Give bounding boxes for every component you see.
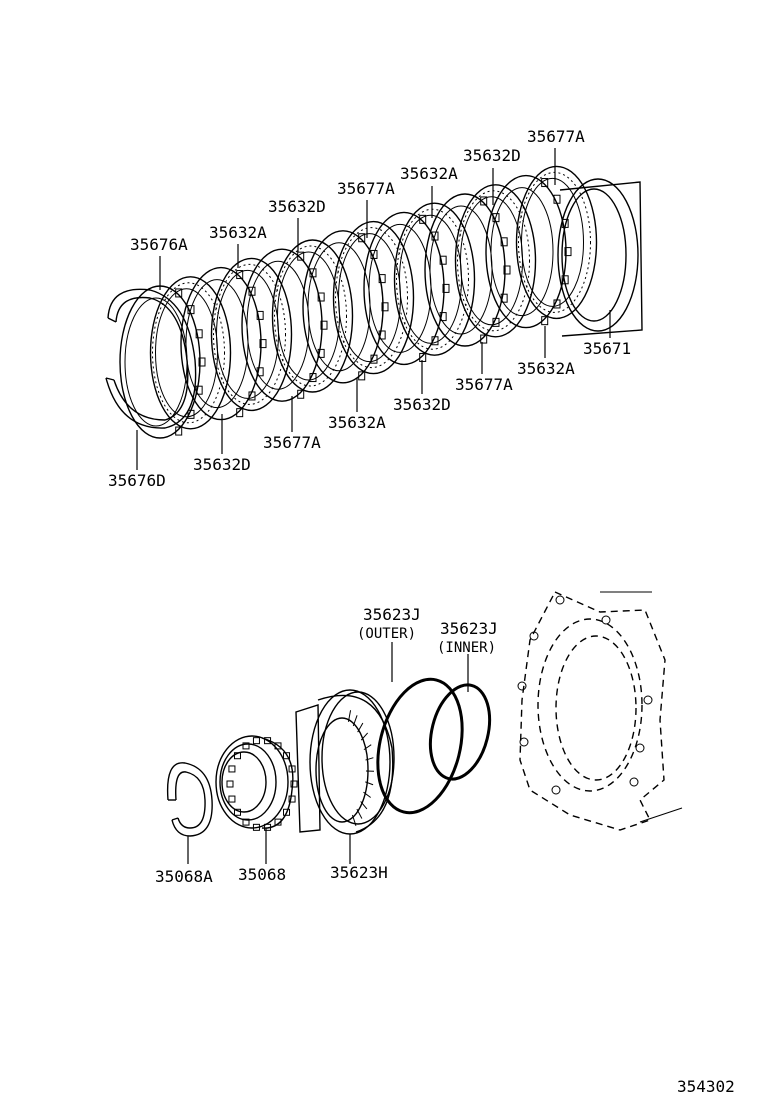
label-35632a-middle: 35632A [328, 413, 386, 432]
label-35677a-middle: 35677A [263, 433, 321, 452]
retainer-tooth [283, 808, 291, 816]
label-35632d-upper-left: 35632D [268, 197, 326, 216]
label-35671: 35671 [583, 339, 631, 358]
spring-retainer-35068 [215, 735, 298, 831]
retainer-tooth [290, 780, 298, 788]
label-35677a-top: 35677A [527, 127, 585, 146]
piston-rib [357, 722, 364, 733]
piston-rib [365, 781, 374, 786]
retainer-tooth [252, 737, 260, 745]
leader-lines [136, 148, 611, 864]
label-35623h: 35623H [330, 863, 388, 882]
label-35677a-right: 35677A [455, 375, 513, 394]
transmission-case [517, 591, 683, 831]
piston-rib [365, 757, 374, 761]
label-35676d: 35676D [108, 471, 166, 490]
label-35632a-upper-left: 35632A [209, 223, 267, 242]
piston-rib [363, 791, 371, 798]
label-35068: 35068 [238, 865, 286, 884]
label-35632d-left: 35632D [193, 455, 251, 474]
clutch-plate [515, 165, 598, 320]
retainer-tooth [283, 752, 291, 760]
clutch-plate [363, 211, 450, 366]
retainer-tooth [274, 742, 282, 750]
retainer-tooth [288, 765, 296, 773]
o-ring-35623j-outer [376, 677, 464, 815]
clutch-plate [485, 174, 572, 329]
clutch-piston-35623h [295, 689, 395, 835]
label-35068a: 35068A [155, 867, 213, 886]
retainer-tooth [288, 795, 296, 803]
label-inner-note: (INNER) [437, 640, 496, 656]
clutch-plate-stack [119, 165, 598, 439]
retainer-tooth [252, 823, 260, 831]
label-35623j-inner: 35623J [440, 619, 498, 638]
label-35676a: 35676A [130, 235, 188, 254]
label-35632a-right: 35632A [517, 359, 575, 378]
piston-rib [356, 808, 363, 819]
piston-rib [360, 732, 369, 741]
piston-rib [351, 814, 357, 826]
label-35623j-outer: 35623J [363, 605, 421, 624]
retainer-tooth [228, 795, 236, 803]
clutch-plate [241, 248, 328, 402]
label-35677a-upper: 35677A [337, 179, 395, 198]
retainer-tooth [233, 752, 241, 760]
retainer-tooth [233, 808, 241, 816]
label-35632d-right: 35632D [393, 395, 451, 414]
retainer-tooth [264, 823, 272, 831]
figure-code: 354302 [677, 1077, 735, 1096]
label-35632a-upper: 35632A [400, 164, 458, 183]
retainer-tooth [242, 742, 250, 750]
backing-plate-35671 [557, 178, 643, 337]
retainer-tooth [264, 737, 272, 745]
o-ring-35623j-inner [428, 683, 492, 781]
piston-rib [352, 715, 358, 727]
retainer-tooth [228, 765, 236, 773]
snap-ring-35676d [105, 288, 197, 429]
clutch-plate [119, 285, 206, 439]
retainer-tooth [242, 818, 250, 826]
piston-rib [360, 801, 368, 810]
label-35632d-upper: 35632D [463, 146, 521, 165]
clutch-plate [210, 257, 293, 412]
retainer-tooth [226, 780, 234, 788]
piston-rib [363, 744, 372, 751]
piston-rib [347, 710, 352, 722]
label-outer-note: (OUTER) [357, 626, 416, 642]
retainer-tooth [274, 818, 282, 826]
snap-ring-35068a [166, 762, 213, 837]
clutch-plate [180, 266, 267, 421]
